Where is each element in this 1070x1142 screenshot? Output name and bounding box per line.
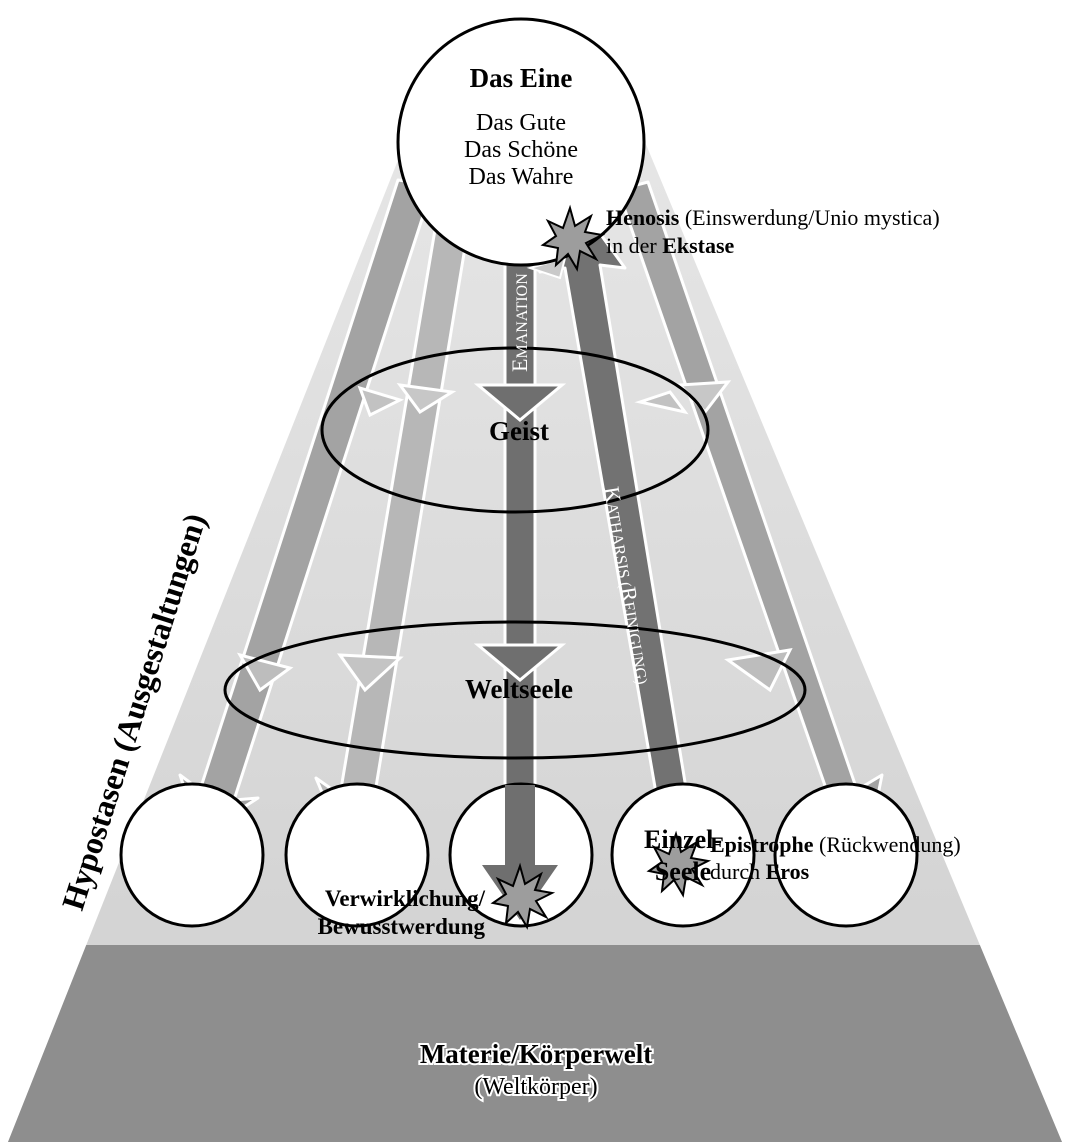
- henosis-label: Henosis (Einswerdung/Unio mystica): [606, 205, 940, 230]
- einzelseele-line2: Seele: [655, 857, 711, 886]
- verwirklichung-line2: Bewusstwerdung: [318, 914, 486, 939]
- das-eine-circle: [396, 17, 646, 267]
- henosis-rest: (Einswerdung/Unio mystica): [679, 205, 939, 230]
- eros-term: Eros: [766, 859, 810, 884]
- materie-label: Materie/Körperwelt: [420, 1039, 652, 1069]
- henosis-term: Henosis: [606, 205, 680, 230]
- epistrophe-line2: durch Eros: [710, 859, 810, 884]
- weltseele-ellipse: [223, 620, 807, 760]
- henosis-star-icon: [540, 204, 606, 272]
- emanation-cap: E: [507, 359, 532, 372]
- das-gute-label: Das Gute: [476, 110, 566, 136]
- weltseele-level-arrowheads: [236, 648, 793, 693]
- matter-band: [8, 945, 1062, 1142]
- weltkoerper-label: (Weltkörper): [474, 1074, 597, 1100]
- geist-label: Geist: [489, 416, 549, 446]
- epistrophe-term: Epistrophe: [710, 832, 814, 857]
- einzelseele-line1: Einzel-: [644, 825, 722, 854]
- das-schoene-label: Das Schöne: [464, 137, 578, 163]
- henosis-line2-prefix: in der: [606, 233, 662, 258]
- emanation-arrow-central-head-geist: [473, 383, 567, 422]
- emanation-rest: MANATION: [514, 273, 531, 359]
- weltseele-label: Weltseele: [465, 674, 573, 704]
- katharsis-cap1: K: [599, 485, 626, 505]
- das-wahre-label: Das Wahre: [469, 164, 574, 190]
- katharsis-cap2: R: [616, 585, 643, 604]
- ekstase-term: Ekstase: [662, 233, 734, 258]
- emanation-arrows: [178, 178, 884, 837]
- epistrophe-label: Epistrophe (Rückwendung): [710, 832, 961, 857]
- emanation-label: EMANATION: [507, 273, 532, 372]
- henosis-line2: in der Ekstase: [606, 233, 735, 258]
- verwirklichung-star-icon: [490, 862, 556, 930]
- das-eine-title: Das Eine: [470, 63, 573, 93]
- epistrophe-rest: (Rückwendung): [814, 832, 961, 857]
- soul-circle-2: [284, 782, 430, 928]
- epistrophe-line2-prefix: durch: [710, 859, 766, 884]
- epistrophe-star-icon: [646, 830, 712, 898]
- soul-circle-1: [119, 782, 265, 928]
- verwirklichung-line1: Verwirklichung/: [325, 886, 486, 911]
- emanation-arrow-central-head-weltseele: [473, 643, 567, 682]
- soul-circle-5: [773, 782, 919, 928]
- geist-ellipse: [320, 346, 710, 514]
